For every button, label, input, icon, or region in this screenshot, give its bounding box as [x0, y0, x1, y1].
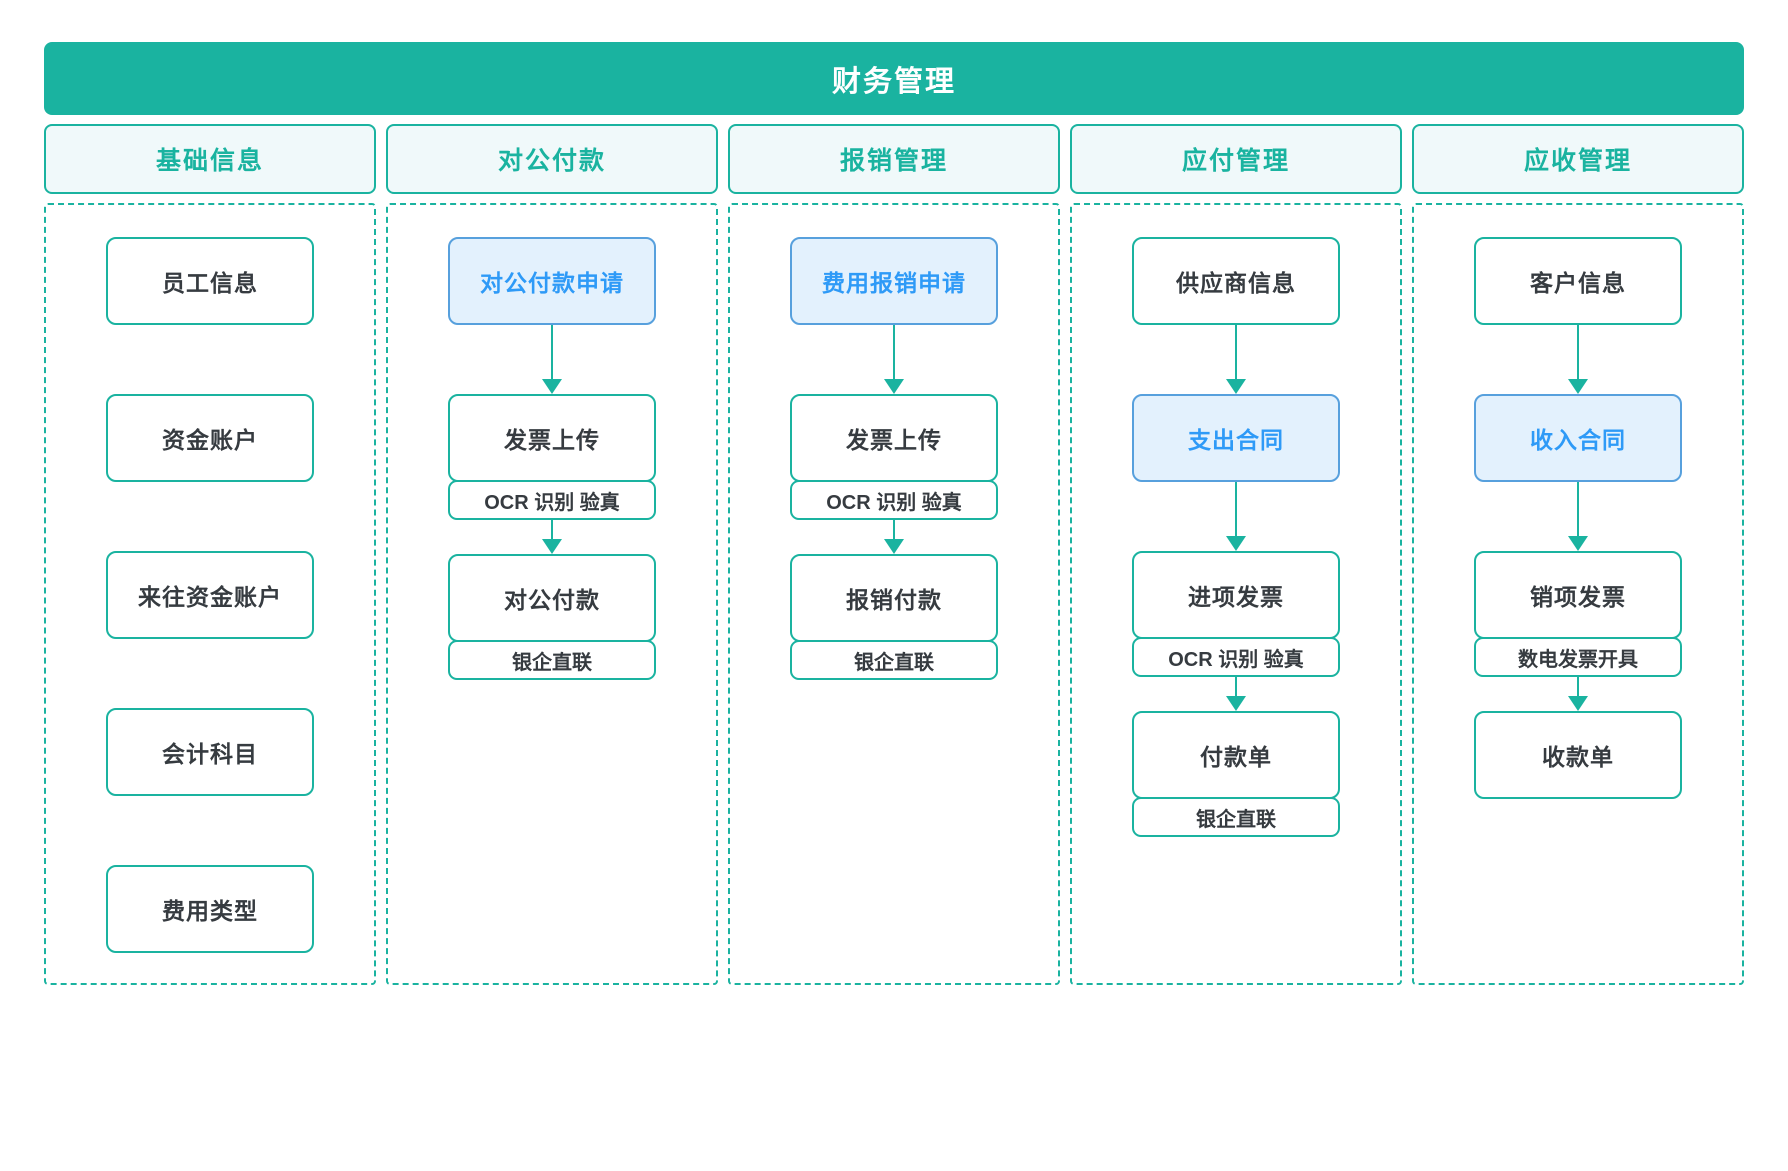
node-customer-info: 客户信息	[1474, 237, 1682, 325]
flow-arrow	[883, 325, 905, 394]
flow-arrow	[883, 520, 905, 554]
node-output-invoice: 销项发票	[1474, 551, 1682, 639]
subnode-ocr-verify: OCR 识别 验真	[448, 480, 656, 520]
column-header-basic-info: 基础信息	[44, 124, 376, 194]
column-receivable: 客户信息 收入合同 销项发票 数电发票开具 收款单	[1412, 203, 1744, 985]
node-fund-account: 资金账户	[106, 394, 314, 482]
flow-arrow	[541, 520, 563, 554]
node-invoice-upload: 发票上传	[790, 394, 998, 482]
page-title-bar: 财务管理	[44, 42, 1744, 115]
column-header-receivable: 应收管理	[1412, 124, 1744, 194]
node-input-invoice: 进项发票	[1132, 551, 1340, 639]
column-header-payable: 应付管理	[1070, 124, 1402, 194]
columns-row: 员工信息 资金账户 来往资金账户 会计科目 费用类型 对公付款申请 发票上传 O…	[44, 203, 1744, 985]
node-supplier-info: 供应商信息	[1132, 237, 1340, 325]
node-expense-type: 费用类型	[106, 865, 314, 953]
node-corporate-payment-request: 对公付款申请	[448, 237, 656, 325]
node-employee-info: 员工信息	[106, 237, 314, 325]
node-corporate-payment-group: 对公付款 银企直联	[448, 554, 656, 680]
node-output-invoice-group: 销项发票 数电发票开具	[1474, 551, 1682, 677]
node-payment-order: 付款单	[1132, 711, 1340, 799]
node-income-contract: 收入合同	[1474, 394, 1682, 482]
node-invoice-upload: 发票上传	[448, 394, 656, 482]
node-invoice-upload-group: 发票上传 OCR 识别 验真	[790, 394, 998, 520]
column-reimbursement: 费用报销申请 发票上传 OCR 识别 验真 报销付款 银企直联	[728, 203, 1060, 985]
subnode-ocr-verify: OCR 识别 验真	[790, 480, 998, 520]
node-reimbursement-payment-group: 报销付款 银企直联	[790, 554, 998, 680]
node-expense-reimbursement-request: 费用报销申请	[790, 237, 998, 325]
column-headers-row: 基础信息 对公付款 报销管理 应付管理 应收管理	[44, 124, 1744, 194]
flow-arrow	[1567, 482, 1589, 551]
node-expense-contract: 支出合同	[1132, 394, 1340, 482]
subnode-bank-direct-link: 银企直联	[790, 640, 998, 680]
node-invoice-upload-group: 发票上传 OCR 识别 验真	[448, 394, 656, 520]
node-counterparty-fund-account: 来往资金账户	[106, 551, 314, 639]
subnode-bank-direct-link: 银企直联	[448, 640, 656, 680]
flow-arrow	[1225, 677, 1247, 711]
flow-arrow	[1225, 325, 1247, 394]
node-input-invoice-group: 进项发票 OCR 识别 验真	[1132, 551, 1340, 677]
page-title: 财务管理	[831, 65, 956, 98]
column-basic-info: 员工信息 资金账户 来往资金账户 会计科目 费用类型	[44, 203, 376, 985]
column-corporate-payment: 对公付款申请 发票上传 OCR 识别 验真 对公付款 银企直联	[386, 203, 718, 985]
node-accounting-subjects: 会计科目	[106, 708, 314, 796]
node-payment-order-group: 付款单 银企直联	[1132, 711, 1340, 837]
subnode-digital-invoice-issue: 数电发票开具	[1474, 637, 1682, 677]
node-corporate-payment: 对公付款	[448, 554, 656, 642]
column-payable: 供应商信息 支出合同 进项发票 OCR 识别 验真 付款单 银企直联	[1070, 203, 1402, 985]
flow-arrow	[1567, 677, 1589, 711]
node-receipt-order: 收款单	[1474, 711, 1682, 799]
flow-arrow	[1567, 325, 1589, 394]
flow-arrow	[541, 325, 563, 394]
column-header-corporate-payment: 对公付款	[386, 124, 718, 194]
subnode-ocr-verify: OCR 识别 验真	[1132, 637, 1340, 677]
column-header-reimbursement: 报销管理	[728, 124, 1060, 194]
node-reimbursement-payment: 报销付款	[790, 554, 998, 642]
subnode-bank-direct-link: 银企直联	[1132, 797, 1340, 837]
flow-arrow	[1225, 482, 1247, 551]
